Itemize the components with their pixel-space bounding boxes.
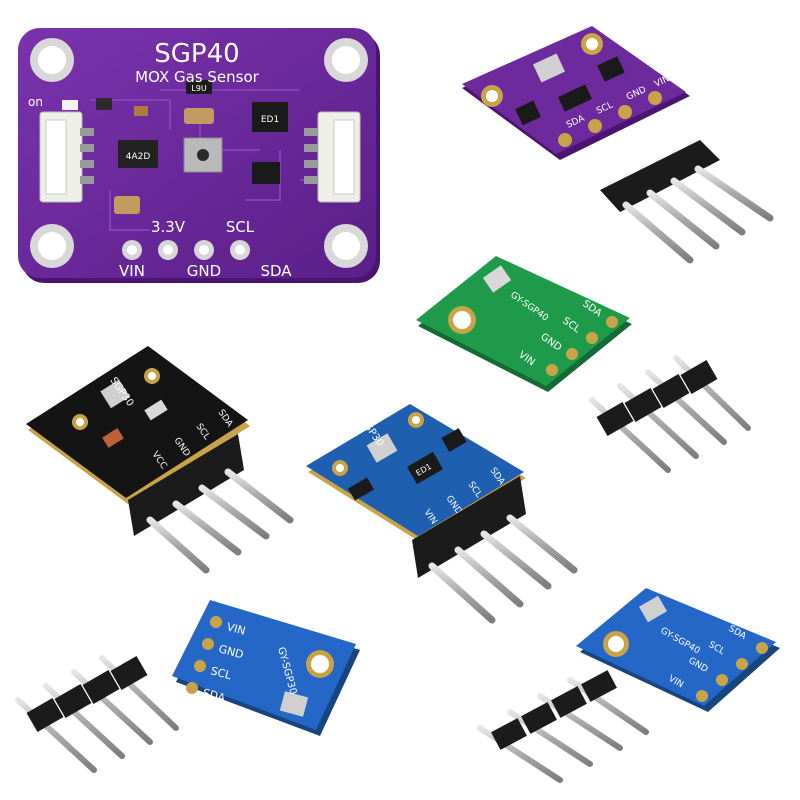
jst-connector-left xyxy=(39,111,94,203)
pcb xyxy=(172,600,356,730)
level-shifter-ic xyxy=(407,451,443,485)
sensor-chip xyxy=(482,265,512,293)
level-shifter-ic xyxy=(252,102,288,132)
pin-header-right-angle xyxy=(600,110,774,264)
pin-pads xyxy=(546,316,618,376)
sensor-chip xyxy=(638,595,668,623)
level-shifter-label: ED1 xyxy=(261,115,279,125)
mounting-holes xyxy=(30,38,368,268)
pin-label-vin: VIN xyxy=(119,262,145,280)
sgp30-black-board: SGP30 SDA SCL GND VCC xyxy=(26,346,250,504)
board-subtitle: MOX Gas Sensor xyxy=(135,68,259,86)
board-title: SGP40 xyxy=(154,39,239,69)
pin-label-scl: SCL xyxy=(209,664,233,682)
smd-chip xyxy=(186,80,212,94)
pin-label-sda: SDA xyxy=(201,686,227,705)
pin-header-right-angle xyxy=(412,476,578,624)
pin-pads xyxy=(186,616,222,694)
sensor-chip xyxy=(532,53,566,83)
pin-label-scl: SCL xyxy=(226,218,255,236)
capacitor xyxy=(114,196,140,214)
regulator-chip xyxy=(118,140,158,168)
sensor-chip xyxy=(279,691,309,717)
pin-label-sda: SDA xyxy=(260,262,292,280)
pcb xyxy=(26,346,248,498)
sgp40-small-purple-board: SDA SCL GND VIN xyxy=(462,26,690,160)
gy-sgp30-blue-board: VIN GND SCL SDA GY-SGP30 xyxy=(172,600,360,736)
pin-pads xyxy=(122,240,250,260)
pin-label-vin: VIN xyxy=(225,620,247,637)
sgp40-purple-board: 4A2D L9U ED1 SGP40 MOX Gas Sensor on 3.3… xyxy=(18,28,380,283)
pin-header-straight xyxy=(15,655,179,773)
transistor xyxy=(252,162,280,184)
pin-label-gnd: GND xyxy=(217,642,245,661)
pin-label-3v3: 3.3V xyxy=(151,218,186,236)
gy-sgp40-blue-board: GY-SGP40 SDA SCL GND VIN xyxy=(576,588,780,712)
pin-label-gnd: GND xyxy=(187,262,221,280)
gy-sgp40-green-board: GY-SGP40 SDA SCL GND VIN xyxy=(416,256,632,392)
pin-header-right-angle xyxy=(128,434,294,574)
jst-connector-right xyxy=(304,111,361,203)
regulator-chip-label: 4A2D xyxy=(126,152,151,162)
pin-header-straight xyxy=(589,355,751,473)
power-led-label: on xyxy=(28,95,43,109)
smd-chip-label: L9U xyxy=(191,84,207,93)
pin-pads xyxy=(696,642,768,702)
sensor-chip xyxy=(366,433,398,463)
pin-header-straight xyxy=(477,670,649,783)
sensor-chip xyxy=(100,379,130,409)
pin-pads xyxy=(558,91,662,147)
